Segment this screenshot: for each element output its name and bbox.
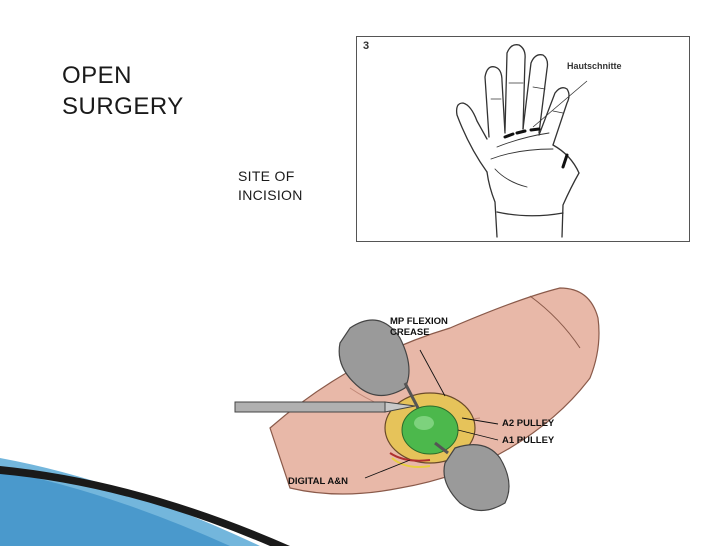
hautschnitte-label: Hautschnitte — [567, 61, 622, 71]
surgery-drawing — [234, 287, 600, 512]
site-label-line-1: SITE OF — [238, 168, 295, 184]
a2-pulley-label: A2 PULLEY — [502, 418, 555, 429]
site-label-line-2: INCISION — [238, 187, 303, 203]
surgical-illustration: MP FLEXION CREASE A2 PULLEY A1 PULLEY DI… — [230, 278, 625, 528]
hand-drawing — [455, 44, 588, 238]
mp-flexion-line-2: CREASE — [390, 327, 430, 338]
hand-incision-figure: 3 Hautschnitte — [356, 36, 690, 242]
title-line-1: OPEN — [62, 62, 133, 89]
site-of-incision-label: SITE OF INCISION — [238, 167, 303, 205]
a1-pulley-label: A1 PULLEY — [502, 435, 555, 446]
figure-number: 3 — [363, 40, 370, 52]
mp-flexion-crease-label: MP FLEXION CREASE — [390, 316, 448, 338]
mp-flexion-line-1: MP FLEXION — [390, 316, 448, 327]
slide-title: OPEN SURGERY — [62, 60, 184, 122]
title-line-2: SURGERY — [62, 93, 184, 120]
digital-an-label: DIGITAL A&N — [288, 476, 348, 487]
decorative-swoosh — [0, 458, 290, 546]
